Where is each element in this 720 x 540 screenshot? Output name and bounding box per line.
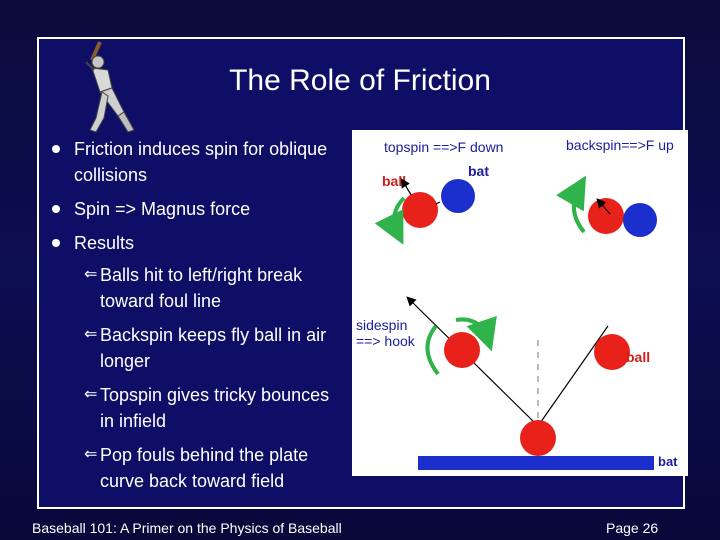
bat-label-bottom: bat (658, 454, 678, 469)
trajectory-arrow (596, 198, 611, 215)
ball-at-bat (520, 420, 556, 456)
bat-top-left (441, 179, 475, 213)
bullet-list: Friction induces spin for oblique collis… (48, 136, 348, 264)
sub-bullet-text: Topspin gives tricky bounces in infield (100, 385, 330, 431)
topspin-label: topspin ==>F down (384, 139, 503, 155)
bullet-text: Friction induces spin for oblique collis… (74, 139, 328, 185)
sub-bullet-item: ⇐Pop fouls behind the plate curve back t… (84, 442, 346, 494)
sidespin-label-line2: ==> hook (356, 333, 416, 349)
bullet-item: Friction induces spin for oblique collis… (48, 136, 348, 188)
bullet-item: Results (48, 230, 348, 256)
left-arrow-icon: ⇐ (84, 266, 98, 283)
backspin-label: backspin==>F up (566, 137, 674, 153)
ball-top-left (402, 192, 438, 228)
bat-bar (418, 456, 654, 470)
left-arrow-icon: ⇐ (84, 386, 98, 403)
batter-clipart (85, 41, 135, 133)
slide-title: The Role of Friction (229, 64, 491, 97)
sub-bullet-text: Pop fouls behind the plate curve back to… (100, 445, 309, 491)
sub-bullet-text: Backspin keeps fly ball in air longer (100, 325, 327, 371)
sub-bullet-list: ⇐Balls hit to left/right break toward fo… (84, 262, 346, 502)
trajectory-arrow (537, 325, 609, 427)
bullet-text: Spin => Magnus force (74, 199, 251, 219)
backspin-arrow (556, 175, 587, 234)
bullet-dot-icon (52, 145, 60, 153)
sidespin-arrow (425, 324, 440, 376)
bullet-dot-icon (52, 205, 60, 213)
bullet-dot-icon (52, 239, 60, 247)
left-arrow-icon: ⇐ (84, 326, 98, 343)
sub-bullet-item: ⇐Balls hit to left/right break toward fo… (84, 262, 346, 314)
ball-left-trajectory (444, 332, 480, 368)
topspin-arrow (374, 196, 406, 245)
left-arrow-icon: ⇐ (84, 446, 98, 463)
sub-bullet-text: Balls hit to left/right break toward fou… (100, 265, 303, 311)
ball-label-bottom: ball (626, 349, 650, 365)
sub-bullet-item: ⇐Backspin keeps fly ball in air longer (84, 322, 346, 374)
sub-bullet-item: ⇐Topspin gives tricky bounces in infield (84, 382, 346, 434)
footer-source: Baseball 101: A Primer on the Physics of… (32, 520, 342, 536)
ball-top-right (588, 198, 624, 234)
bat-top-right (623, 203, 657, 237)
ball-label-top: ball (382, 173, 406, 189)
spin-diagram: topspin ==>F down ball bat backspin==>F … (352, 130, 688, 476)
bullet-text: Results (74, 233, 135, 253)
sidespin-label: sidespin (356, 317, 407, 333)
bat-label-top: bat (468, 163, 489, 179)
page-number: Page 26 (606, 520, 659, 536)
ball-right-trajectory (594, 334, 630, 370)
bullet-item: Spin => Magnus force (48, 196, 348, 222)
